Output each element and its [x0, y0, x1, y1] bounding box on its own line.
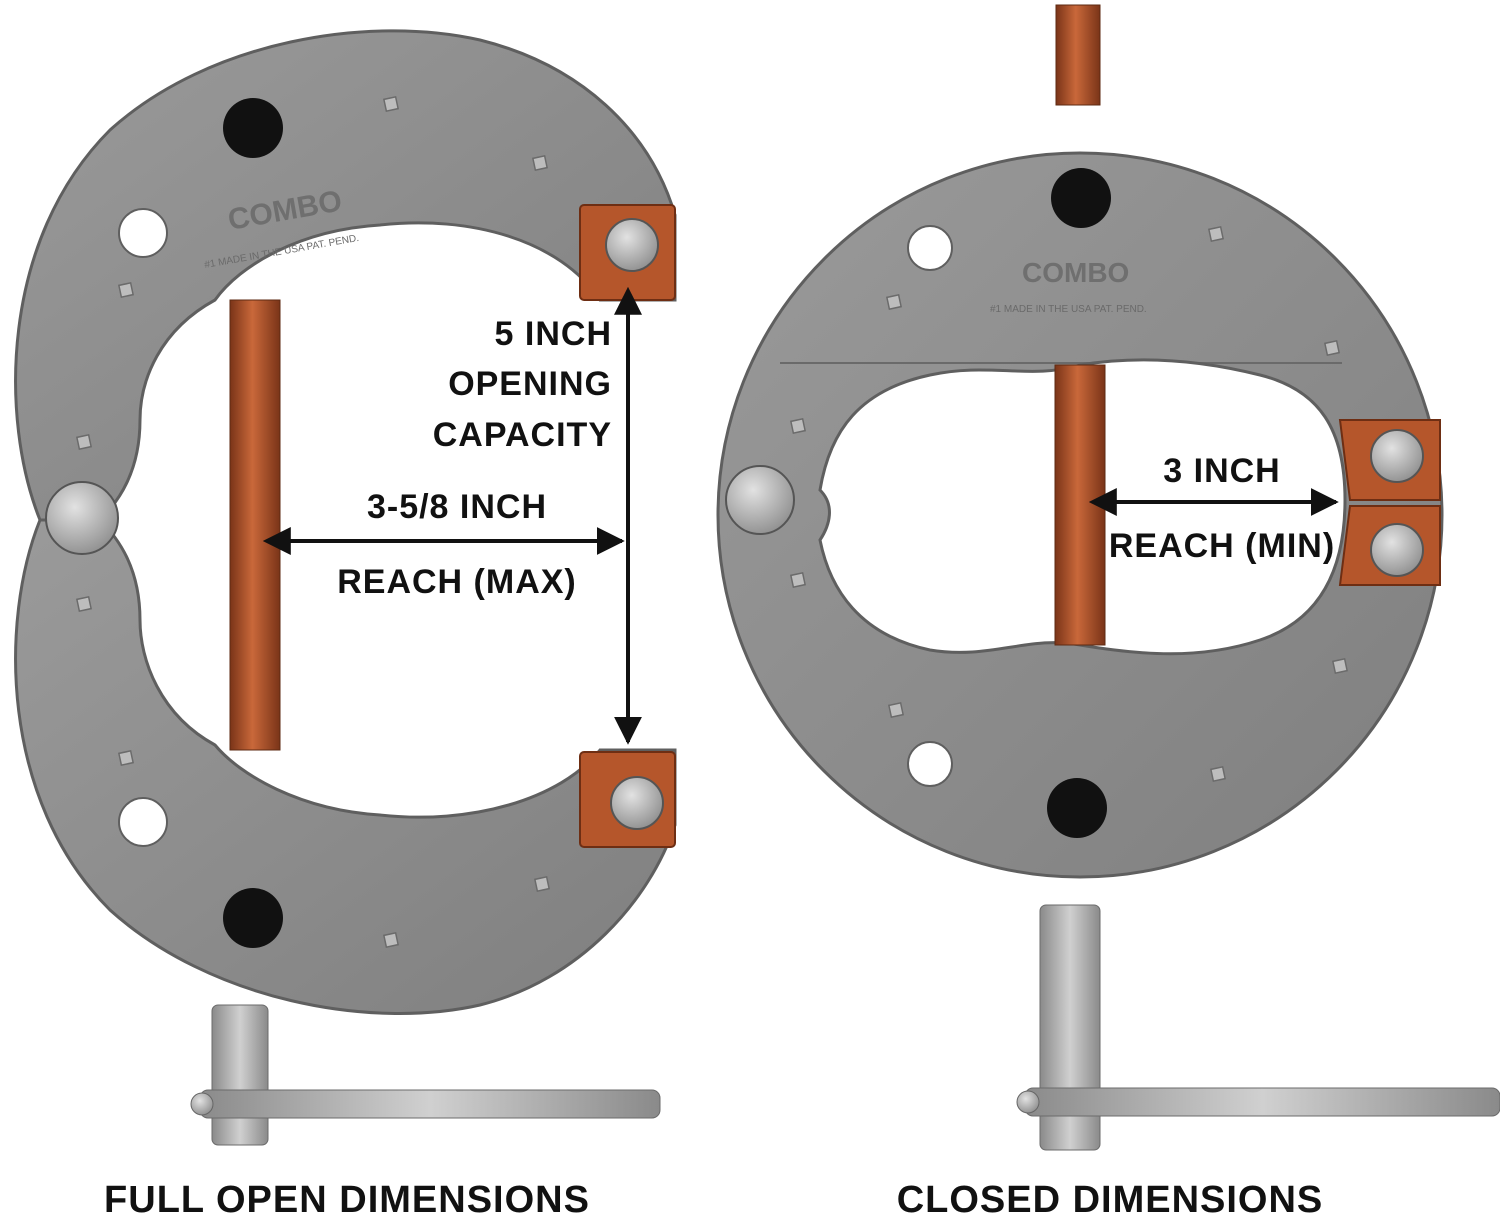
left-clamp: COMBO #1 MADE IN THE USA PAT. PEND. [14, 29, 677, 1146]
left-threaded-rod [229, 299, 281, 751]
left-upper-pad-pin-icon [605, 218, 659, 272]
right-studs [789, 225, 1349, 783]
right-lower-hole-icon [1047, 778, 1107, 838]
right-dimensions: 3 INCH REACH (MIN) [1088, 452, 1339, 565]
right-handle-bar [1024, 1087, 1500, 1117]
min-reach-value: 3 INCH [1163, 452, 1280, 490]
full-open-caption: FULL OPEN DIMENSIONS [104, 1179, 590, 1221]
left-hinge-pin-icon [45, 481, 119, 555]
right-upper-side-hole-icon [907, 225, 953, 271]
left-lower-side-hole-icon [118, 797, 168, 847]
min-reach-label: REACH (MIN) [1109, 527, 1335, 565]
right-stamp-line: #1 MADE IN THE USA PAT. PEND. [990, 304, 1147, 315]
opening-capacity-label-line2: OPENING [448, 365, 612, 403]
right-hinge-pin-icon [725, 465, 795, 535]
left-handle-shaft [211, 1004, 269, 1146]
left-lower-hole-icon [223, 888, 283, 948]
left-handle-bar [199, 1089, 661, 1119]
right-upper-hole-icon [1051, 168, 1111, 228]
max-reach-label: REACH (MAX) [337, 563, 577, 601]
left-handle-bar-pin-icon [190, 1092, 214, 1116]
left-upper-hole-icon [223, 98, 283, 158]
right-clamp: COMBO #1 MADE IN THE USA PAT. PEND. [716, 4, 1500, 1151]
closed-caption: CLOSED DIMENSIONS [897, 1179, 1324, 1221]
left-dimensions: 5 INCH OPENING CAPACITY 3-5/8 INCH REACH… [262, 286, 642, 745]
left-studs [75, 95, 551, 949]
left-upper-side-hole-icon [118, 208, 168, 258]
opening-capacity-label-line3: CAPACITY [433, 416, 612, 454]
right-threaded-rod [1054, 364, 1106, 646]
right-stamp-brand: COMBO [1022, 257, 1129, 288]
right-upper-pad-pin-icon [1370, 429, 1424, 483]
right-lower-pad-pin-icon [1370, 523, 1424, 577]
right-lower-side-hole-icon [907, 741, 953, 787]
left-lower-pad-pin-icon [610, 776, 664, 830]
right-handle-bar-pin-icon [1016, 1090, 1040, 1114]
opening-capacity-label-line1: 5 INCH [495, 315, 612, 353]
right-top-rod [1055, 4, 1101, 106]
max-reach-value: 3-5/8 INCH [367, 488, 547, 526]
